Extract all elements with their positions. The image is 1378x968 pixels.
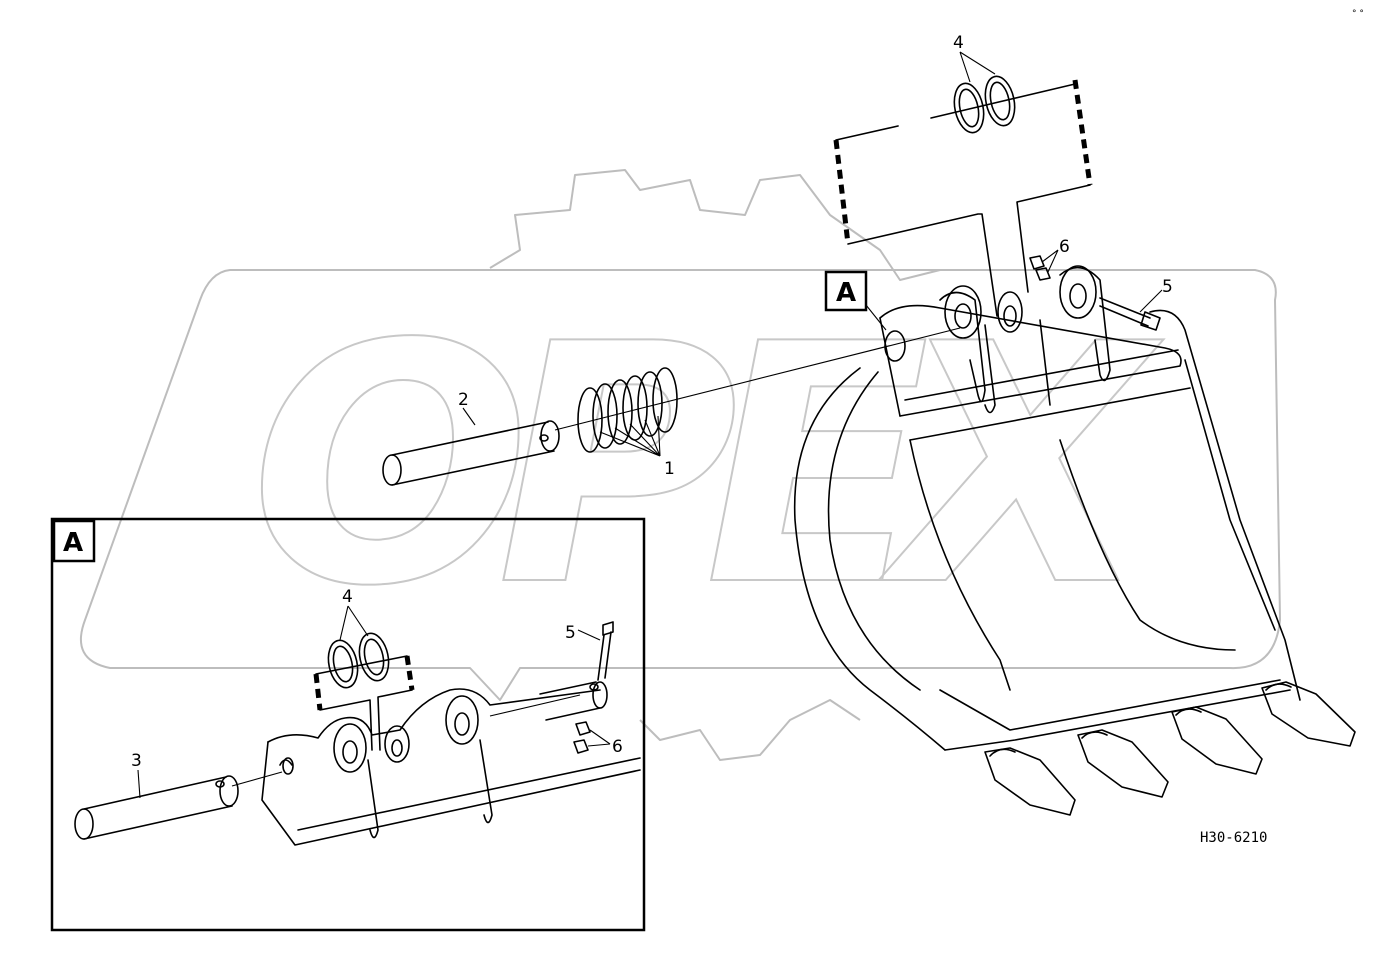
callout-2: 2 <box>458 390 469 410</box>
bucket-tooth-2 <box>1077 729 1169 798</box>
corner-mark: ° ° <box>1352 9 1364 19</box>
pin-part-2 <box>382 407 560 486</box>
bucket-tooth-1 <box>984 747 1076 816</box>
bucket-tooth-4 <box>1261 681 1356 747</box>
top-bracket-frame <box>833 79 1093 317</box>
nuts-part-6-detail <box>573 721 611 754</box>
detail-box-label: A <box>63 528 83 558</box>
nuts-part-6-top <box>1029 249 1059 281</box>
callout-5-top: 5 <box>1162 277 1173 297</box>
o-ring-pair-detail <box>327 605 390 689</box>
detail-view-a: A 4 <box>50 517 646 932</box>
callout-5-detail: 5 <box>565 623 576 643</box>
callout-6-detail: 6 <box>612 737 623 757</box>
callout-1: 1 <box>664 459 675 479</box>
callout-6-top: 6 <box>1059 237 1070 257</box>
watermark-logo: OPEX <box>80 169 1281 761</box>
detail-marker-a: A <box>824 270 906 362</box>
watermark-text: OPEX <box>250 274 1164 658</box>
o-ring-pair-top <box>953 51 1016 134</box>
callout-4-top: 4 <box>953 33 964 53</box>
drawing-code: H30-6210 <box>1200 830 1267 846</box>
detail-marker-label: A <box>836 278 856 308</box>
callout-4-detail: 4 <box>342 587 353 607</box>
bolt-part-5-detail <box>577 621 614 681</box>
bolt-part-5-top <box>1099 289 1163 331</box>
bucket-assembly <box>793 265 1356 816</box>
shim-stack-part-1 <box>577 367 678 457</box>
bucket-tooth-3 <box>1171 706 1263 775</box>
callout-3: 3 <box>131 751 142 771</box>
pin-part-3 <box>74 769 239 840</box>
